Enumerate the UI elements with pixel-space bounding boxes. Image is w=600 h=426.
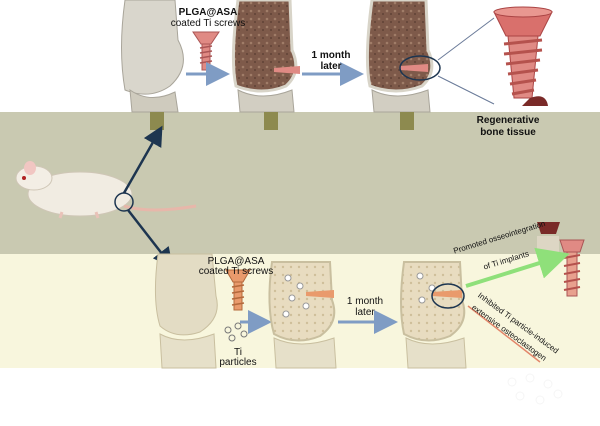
top-result-label-1: Regenerative: [476, 115, 540, 126]
ti-screw-bottom: [225, 269, 251, 311]
knee-bone-regenerated: [365, 0, 441, 130]
bottom-coating-label-1: PLGA@ASA: [207, 256, 265, 267]
zoom-line-upper: [437, 17, 495, 61]
knee-bone-intact-bottom: [154, 253, 218, 369]
ti-screw-top: [192, 31, 220, 71]
top-coating-label-1: PLGA@ASA: [178, 7, 238, 18]
blank-strip: [0, 368, 600, 426]
bottom-particles-label-2: particles: [219, 357, 257, 368]
top-coating-label-2: coated Ti screws: [170, 18, 246, 29]
screw-head-right: [537, 222, 560, 234]
arrow-to-top-panel: [122, 125, 163, 194]
top-time-label-2: later: [320, 61, 342, 72]
zoom-circle-top: [399, 55, 441, 81]
arrow-osteoclastogenesis: [467, 305, 541, 363]
zoom-line-lower: [437, 75, 495, 105]
knee-bone-outcome: [400, 261, 467, 369]
ti-screw-osseointegrated: [559, 239, 585, 297]
bottom-coating-label-2: coated Ti screws: [198, 266, 274, 277]
knee-bone-intact: [121, 0, 184, 130]
bottom-time-label-2: later: [355, 307, 375, 318]
arrow-osseointegration: [465, 247, 570, 288]
top-time-label-1: 1 month: [311, 50, 351, 61]
ti-screw-zoomed: [493, 6, 553, 106]
ti-particles-cluster: [224, 322, 248, 342]
knee-bone-particles: [268, 261, 337, 369]
rat-illustration: [15, 161, 197, 219]
ti-particles-faint: [507, 373, 563, 405]
knee-bone-implanted: [231, 0, 300, 130]
top-result-label-2: bone tissue: [480, 127, 536, 138]
bottom-particles-label-1: Ti: [234, 347, 242, 358]
bottom-time-label-1: 1 month: [346, 296, 384, 307]
bone-block-right: [537, 236, 559, 254]
